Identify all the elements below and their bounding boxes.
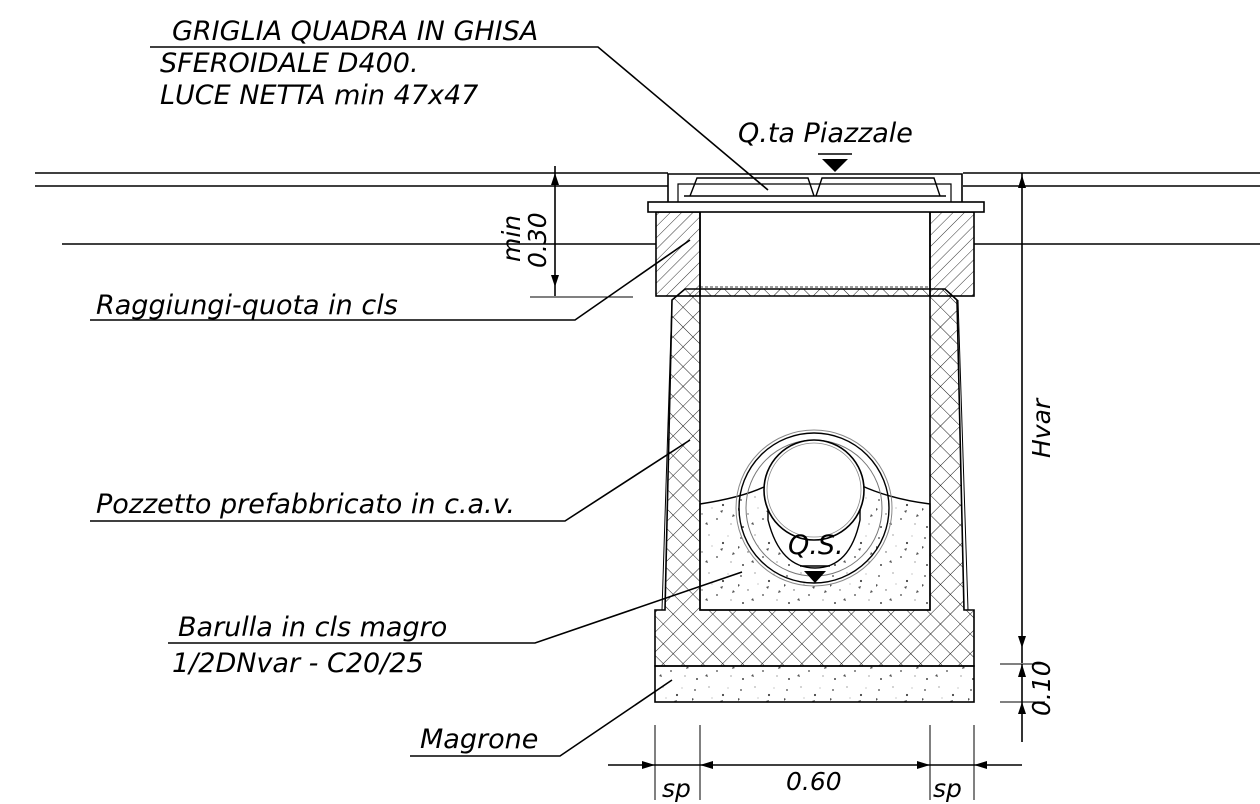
- barulla-fill: [699, 483, 931, 611]
- dim-sp-right: sp: [933, 774, 962, 803]
- pipe-section: [735, 429, 893, 587]
- griglia-label-line1: GRIGLIA QUADRA IN GHISA: [172, 16, 538, 47]
- griglia-label-line2: SFEROIDALE D400.: [160, 48, 419, 79]
- griglia-label-line3: LUCE NETTA min 47x47: [160, 80, 478, 111]
- magrone-block: [654, 665, 975, 703]
- raggiungi-quota-left: [655, 211, 701, 297]
- magrone-leader: [410, 679, 673, 757]
- dim-hvar-label: Hvar: [1027, 397, 1056, 458]
- dim-min-label: min: [497, 215, 526, 262]
- level-symbol-qs: [800, 565, 830, 583]
- level-symbol-piazzale: [818, 153, 852, 172]
- piazzale-label: Q.ta Piazzale: [738, 118, 913, 149]
- raggiungi-leader: [90, 239, 691, 321]
- dim-sp-left: sp: [662, 774, 691, 803]
- dim-bottom: [608, 725, 1022, 800]
- raggiungi-label: Raggiungi-quota in cls: [96, 290, 398, 321]
- barulla-label-line2: 1/2DNvar - C20/25: [172, 648, 424, 679]
- griglia-leader: [150, 46, 769, 191]
- barulla-leader: [168, 571, 743, 644]
- pozzetto-leader: [90, 439, 691, 522]
- dim-010: [1000, 664, 1045, 742]
- dim-min-value: 0.30: [523, 212, 552, 268]
- barulla-label-line1: Barulla in cls magro: [178, 612, 447, 643]
- magrone-label: Magrone: [420, 724, 538, 755]
- raggiungi-quota-right: [929, 211, 975, 297]
- grating-frame: [647, 173, 985, 213]
- dim-min-030: [530, 166, 633, 298]
- pozzetto-label: Pozzetto prefabbricato in c.a.v.: [96, 489, 515, 520]
- dim-010-label: 0.10: [1027, 660, 1056, 716]
- qs-label: Q.S.: [788, 530, 844, 561]
- dim-width-label: 0.60: [786, 767, 842, 796]
